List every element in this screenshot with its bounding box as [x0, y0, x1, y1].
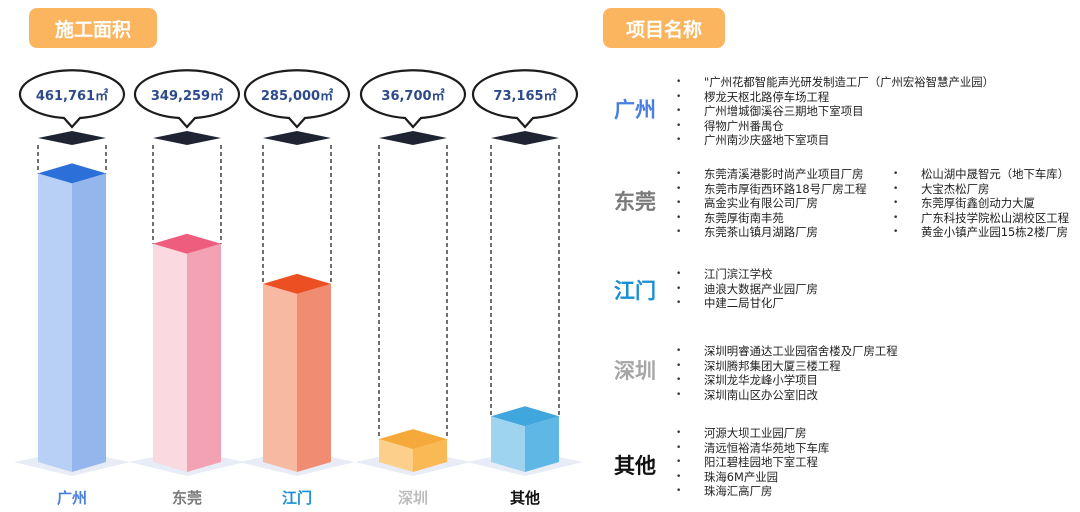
list-item: 深圳南山区办公室旧改	[676, 388, 898, 403]
list-item: 广州增城御溪谷三期地下室项目	[676, 104, 994, 119]
bar-top-face	[491, 406, 559, 427]
list-item: 黄金小镇产业园15栋2楼厂房	[893, 225, 1069, 240]
bar-top-face	[379, 429, 447, 450]
data-label: 285,000㎡	[261, 88, 333, 104]
value-bubble	[133, 69, 241, 129]
list-item: 迪浪大数据产业园厂房	[676, 282, 818, 297]
region-label-dongguan: 东莞	[614, 190, 656, 214]
bar-top-face	[263, 273, 331, 294]
project-list-dongguan: 东莞清溪港影时尚产业项目厂房 东莞市厚街西环路18号厂房工程 高金实业有限公司厂…	[676, 167, 867, 240]
bar-front-face	[263, 283, 297, 472]
data-label: 73,165㎡	[493, 88, 556, 104]
category-label: 其他	[510, 489, 540, 507]
list-item: 广东科技学院松山湖校区工程	[893, 211, 1069, 226]
bar-front-face	[379, 439, 413, 472]
project-list-shenzhen: 深圳明睿通达工业园宿舍楼及厂房工程 深圳腾邦集团大厦三楼工程 深圳龙华龙峰小学项…	[676, 344, 898, 402]
region-label-shenzhen: 深圳	[614, 359, 656, 383]
bar-front-face	[38, 173, 72, 473]
list-item: 东莞清溪港影时尚产业项目厂房	[676, 167, 867, 182]
list-item: 高金实业有限公司厂房	[676, 196, 867, 211]
value-bubble	[359, 69, 467, 129]
list-item: 松山湖中晟智元（地下车库）	[893, 167, 1069, 182]
list-item: 河源大坝工业园厂房	[676, 426, 829, 441]
category-label: 东莞	[172, 489, 202, 507]
bar-cap-diamond	[491, 131, 559, 145]
bar-side-face	[297, 283, 331, 472]
region-label-other: 其他	[614, 454, 656, 478]
list-item: 深圳龙华龙峰小学项目	[676, 373, 898, 388]
bar-top-face	[153, 233, 221, 254]
list-item: 深圳明睿通达工业园宿舍楼及厂房工程	[676, 344, 898, 359]
value-bubble	[243, 69, 351, 129]
category-label: 广州	[57, 489, 87, 507]
list-item: 中建二局甘化厂	[676, 296, 818, 311]
data-label: 36,700㎡	[381, 88, 444, 104]
bar-side-face	[187, 243, 221, 472]
header-project-names: 项目名称	[603, 8, 725, 48]
list-item: 东莞市厚街西环路18号厂房工程	[676, 182, 867, 197]
list-item: 东莞厚街鑫创动力大厦	[893, 196, 1069, 211]
bar-top-face	[38, 163, 106, 184]
list-item: 大宝杰松厂房	[893, 182, 1069, 197]
list-item: "广州花都智能声光研发制造工厂（广州宏裕智慧产业园）	[676, 75, 994, 90]
region-label-guangzhou: 广州	[614, 98, 656, 122]
bar-side-face	[525, 416, 559, 472]
list-item: 椤龙天枢北路停车场工程	[676, 90, 994, 105]
header-construction-area: 施工面积	[29, 8, 157, 48]
list-item: 深圳腾邦集团大厦三楼工程	[676, 359, 898, 374]
project-list-guangzhou: "广州花都智能声光研发制造工厂（广州宏裕智慧产业园） 椤龙天枢北路停车场工程 广…	[676, 75, 994, 148]
data-label: 349,259㎡	[151, 88, 223, 104]
list-item: 清远恒裕清华苑地下车库	[676, 441, 829, 456]
project-list-dongguan-col2: 松山湖中晟智元（地下车库） 大宝杰松厂房 东莞厚街鑫创动力大厦 广东科技学院松山…	[893, 167, 1069, 240]
list-item: 得物广州番禺仓	[676, 119, 994, 134]
list-item: 珠海汇高厂房	[676, 484, 829, 499]
bar-side-face	[72, 173, 106, 473]
project-list-other: 河源大坝工业园厂房 清远恒裕清华苑地下车库 阳江碧桂园地下室工程 珠海6M产业园…	[676, 426, 829, 499]
region-label-jiangmen: 江门	[614, 279, 656, 303]
bar-cap-diamond	[379, 131, 447, 145]
bar-front-face	[153, 243, 187, 472]
category-label: 江门	[282, 489, 312, 507]
list-item: 广州南沙庆盛地下室项目	[676, 133, 994, 148]
list-item: 东莞厚街南丰苑	[676, 211, 867, 226]
project-list-jiangmen: 江门滨江学校 迪浪大数据产业园厂房 中建二局甘化厂	[676, 267, 818, 311]
value-bubble	[18, 69, 126, 129]
bar-cap-diamond	[38, 131, 106, 145]
bar-cap-diamond	[263, 131, 331, 145]
list-item: 东莞茶山镇月湖路厂房	[676, 225, 867, 240]
list-item: 珠海6M产业园	[676, 470, 829, 485]
bar-front-face	[491, 416, 525, 472]
list-item: 阳江碧桂园地下室工程	[676, 455, 829, 470]
list-item: 江门滨江学校	[676, 267, 818, 282]
data-label: 461,761㎡	[36, 88, 108, 104]
category-label: 深圳	[398, 489, 428, 507]
bar-cap-diamond	[153, 131, 221, 145]
value-bubble	[471, 69, 579, 129]
bar-side-face	[413, 439, 447, 472]
